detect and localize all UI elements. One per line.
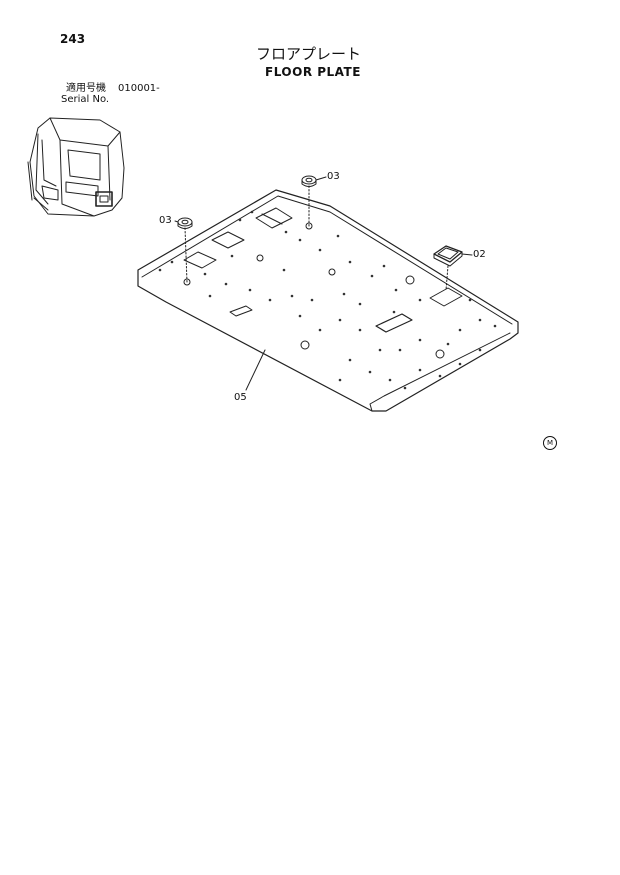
callout-part-02: 02 — [473, 249, 486, 260]
page-number: 243 — [60, 32, 86, 46]
part-03-grommet-upper — [301, 175, 327, 227]
callout-part-05: 05 — [234, 392, 247, 403]
callout-part-03-upper: 03 — [327, 171, 340, 182]
serial-label-japanese: 適用号機 — [66, 83, 106, 94]
page-title-japanese: フロアプレート — [256, 45, 362, 63]
part-05-leader-line — [245, 349, 266, 391]
floor-plate-bolt-holes — [158, 210, 497, 390]
part-02-cover — [433, 245, 473, 291]
page-title-english: FLOOR PLATE — [265, 65, 361, 79]
serial-label-english: Serial No. — [61, 94, 110, 105]
callout-part-03-left: 03 — [159, 215, 172, 226]
part-03-grommet-left — [174, 217, 193, 283]
cab-reference-thumbnail — [27, 117, 125, 217]
manufacturer-mark-icon: M — [543, 436, 557, 450]
part-05-floor-plate — [137, 189, 519, 412]
serial-number-value: 010001- — [118, 83, 160, 94]
